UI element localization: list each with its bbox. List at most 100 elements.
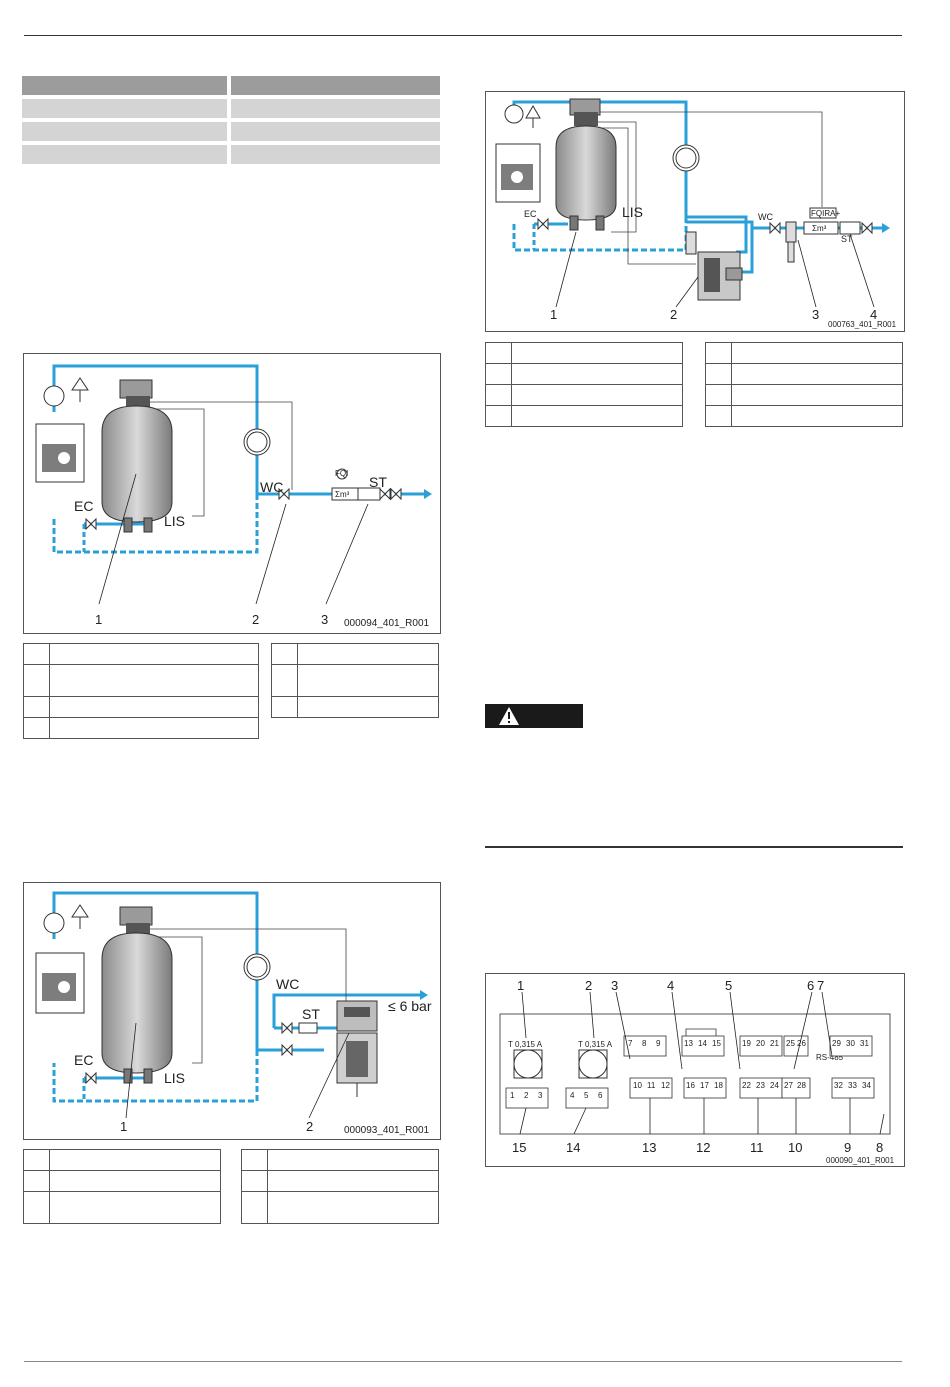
table-row	[271, 664, 439, 697]
ref-1: 1	[95, 612, 102, 627]
table-row	[485, 363, 683, 385]
terminal-6: 6	[598, 1091, 603, 1100]
terminal-4: 4	[570, 1091, 575, 1100]
terminal-23: 23	[756, 1081, 765, 1090]
figure-code: 000090_401_R001	[826, 1156, 895, 1165]
table-row	[271, 696, 439, 718]
figure-3-schematic: EC LIS WC ST FQIRA+ Σm³ 1 2 3 4 000763_4…	[485, 91, 905, 332]
label-meter: Σm³	[812, 224, 827, 233]
label-st: ST	[369, 474, 387, 490]
label-fqi: FQI	[335, 469, 348, 478]
ref-top-1: 1	[517, 978, 524, 993]
ref-bottom-9: 9	[844, 1140, 851, 1155]
legend-table-3a	[485, 342, 683, 427]
ref-3: 3	[812, 307, 819, 322]
terminal-11: 11	[647, 1081, 656, 1090]
table-row	[485, 384, 683, 406]
ref-4: 4	[870, 307, 877, 322]
ref-1: 1	[120, 1119, 127, 1134]
terminal-7: 7	[628, 1039, 633, 1048]
ref-top-7: 7	[817, 978, 824, 993]
table-row	[241, 1170, 439, 1192]
terminal-24: 24	[770, 1081, 779, 1090]
label-fqira: FQIRA+	[811, 209, 840, 218]
figure-code: 000763_401_R001	[828, 320, 897, 329]
terminal-29: 29	[832, 1039, 841, 1048]
section-rule	[485, 846, 903, 848]
label-lis: LIS	[164, 1070, 185, 1086]
ref-top-2: 2	[585, 978, 592, 993]
warning-banner	[485, 704, 583, 728]
table-row	[23, 1170, 221, 1192]
terminal-20: 20	[756, 1039, 765, 1048]
table-row	[23, 643, 259, 665]
terminal-5: 5	[584, 1091, 589, 1100]
table-row	[485, 342, 683, 364]
table-row	[241, 1149, 439, 1171]
terminal-12: 12	[661, 1081, 670, 1090]
ref-bottom-12: 12	[696, 1140, 710, 1155]
terminal-17: 17	[700, 1081, 709, 1090]
footer-rule	[24, 1361, 902, 1362]
ref-bottom-14: 14	[566, 1140, 580, 1155]
ref-3: 3	[321, 612, 328, 627]
terminal-19: 19	[742, 1039, 751, 1048]
terminal-14: 14	[698, 1039, 707, 1048]
rs485-label: RS-485	[816, 1053, 844, 1062]
ref-2: 2	[670, 307, 677, 322]
terminal-21: 21	[770, 1039, 779, 1048]
label-lis: LIS	[622, 204, 643, 220]
terminal-30: 30	[846, 1039, 855, 1048]
terminal-9: 9	[656, 1039, 661, 1048]
terminal-31: 31	[860, 1039, 869, 1048]
label-wc: WC	[758, 212, 773, 222]
table-row	[705, 405, 903, 427]
terminal-1: 1	[510, 1091, 515, 1100]
ref-1: 1	[550, 307, 557, 322]
table-row	[23, 1191, 221, 1224]
ref-2: 2	[306, 1119, 313, 1134]
table-row	[22, 145, 440, 164]
spec-table	[22, 72, 440, 168]
table-row	[22, 76, 440, 95]
table-row	[705, 363, 903, 385]
table-row	[705, 342, 903, 364]
terminal-25: 25	[786, 1039, 795, 1048]
table-row	[23, 664, 259, 697]
legend-table-1a	[23, 643, 259, 739]
ref-top-5: 5	[725, 978, 732, 993]
ref-top-6: 6	[807, 978, 814, 993]
ref-bottom-10: 10	[788, 1140, 802, 1155]
figure-code: 000093_401_R001	[344, 1125, 430, 1136]
label-ec: EC	[74, 498, 93, 514]
terminal-16: 16	[686, 1081, 695, 1090]
ref-top-3: 3	[611, 978, 618, 993]
legend-table-2a	[23, 1149, 221, 1224]
terminal-3: 3	[538, 1091, 543, 1100]
label-wc: WC	[276, 976, 299, 992]
terminal-32: 32	[834, 1081, 843, 1090]
ref-bottom-15: 15	[512, 1140, 526, 1155]
table-row	[485, 405, 683, 427]
figure-4-terminal-board: T 0,315 A T 0,315 A RS-485 1 2 3 4 5 6 7	[485, 973, 905, 1167]
terminal-33: 33	[848, 1081, 857, 1090]
table-row	[23, 696, 259, 718]
table-row	[241, 1191, 439, 1224]
ref-bottom-11: 11	[750, 1140, 764, 1155]
terminal-34: 34	[862, 1081, 871, 1090]
terminal-2: 2	[524, 1091, 529, 1100]
label-ec: EC	[74, 1052, 93, 1068]
figure-1-schematic: EC LIS WC ST FQI Σm³ 1 2 3 000094_401_R0…	[23, 353, 441, 634]
table-row	[23, 1149, 221, 1171]
label-st: ST	[302, 1006, 320, 1022]
terminal-27: 27	[784, 1081, 793, 1090]
table-row	[271, 643, 439, 665]
legend-table-2b	[241, 1149, 439, 1224]
figure-2-schematic: EC LIS WC ST ≤ 6 bar 1 2 000093_401_R001	[23, 882, 441, 1140]
legend-table-1b	[271, 643, 439, 718]
figure-code: 000094_401_R001	[344, 618, 430, 629]
label-meter: Σm³	[335, 490, 350, 499]
terminal-18: 18	[714, 1081, 723, 1090]
ref-bottom-8: 8	[876, 1140, 883, 1155]
table-row	[705, 384, 903, 406]
